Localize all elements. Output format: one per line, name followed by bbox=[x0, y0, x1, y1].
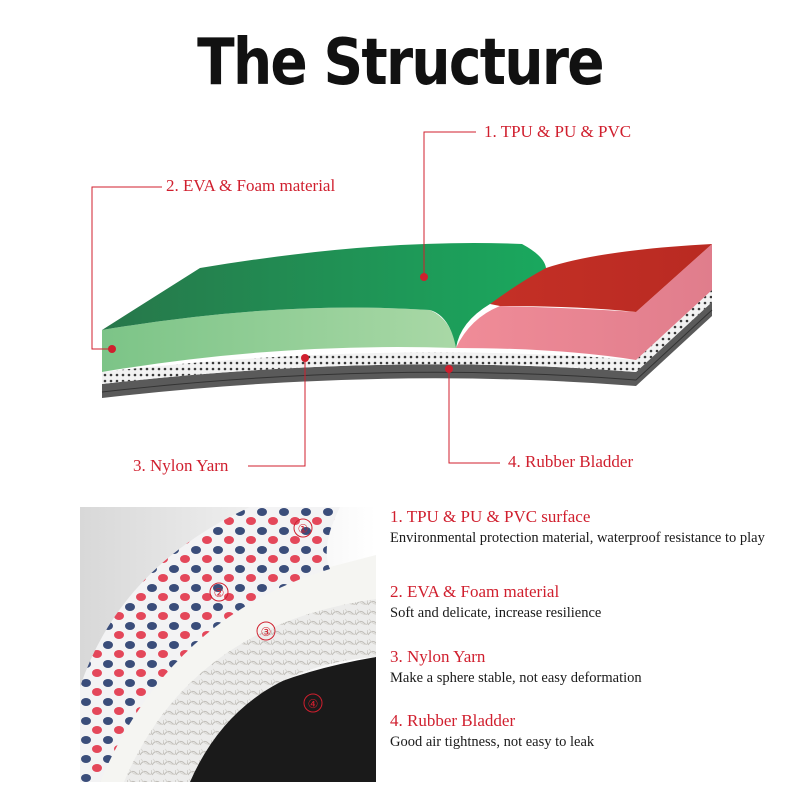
label-layer-4: 4. Rubber Bladder bbox=[508, 452, 634, 471]
description-heading: 4. Rubber Bladder bbox=[390, 711, 516, 730]
label-layer-2: 2. EVA & Foam material bbox=[166, 176, 336, 195]
eva-foam-layer-pink bbox=[456, 244, 712, 360]
marker-1: ① bbox=[298, 522, 309, 536]
marker-2: ② bbox=[214, 586, 225, 600]
description-text: Soft and delicate, increase resilience bbox=[390, 605, 602, 621]
marker-4: ④ bbox=[308, 697, 319, 711]
rubber-bladder-layer bbox=[102, 302, 712, 398]
nylon-yarn-layer bbox=[102, 290, 712, 384]
description-text: Good air tightness, not easy to leak bbox=[390, 734, 595, 750]
label-layer-1: 1. TPU & PU & PVC bbox=[484, 122, 632, 141]
page-title: The Structure bbox=[197, 26, 604, 100]
description-4: 4. Rubber Bladder Good air tightness, no… bbox=[390, 711, 770, 752]
description-heading: 2. EVA & Foam material bbox=[390, 582, 560, 601]
eva-foam-layer-green bbox=[102, 307, 456, 372]
tpu-surface-green bbox=[102, 243, 547, 348]
description-2: 2. EVA & Foam material Soft and delicate… bbox=[390, 582, 770, 623]
description-heading: 1. TPU & PU & PVC surface bbox=[390, 507, 591, 526]
cross-section-photo: ① ② ③ ④ bbox=[80, 507, 376, 782]
tpu-surface-red bbox=[490, 244, 712, 312]
marker-3: ③ bbox=[261, 625, 272, 639]
label-layer-3: 3. Nylon Yarn bbox=[133, 456, 229, 475]
description-1: 1. TPU & PU & PVC surface Environmental … bbox=[390, 507, 770, 548]
description-heading: 3. Nylon Yarn bbox=[390, 647, 486, 666]
description-text: Environmental protection material, water… bbox=[390, 530, 765, 546]
description-text: Make a sphere stable, not easy deformati… bbox=[390, 670, 642, 686]
description-3: 3. Nylon Yarn Make a sphere stable, not … bbox=[390, 647, 770, 688]
